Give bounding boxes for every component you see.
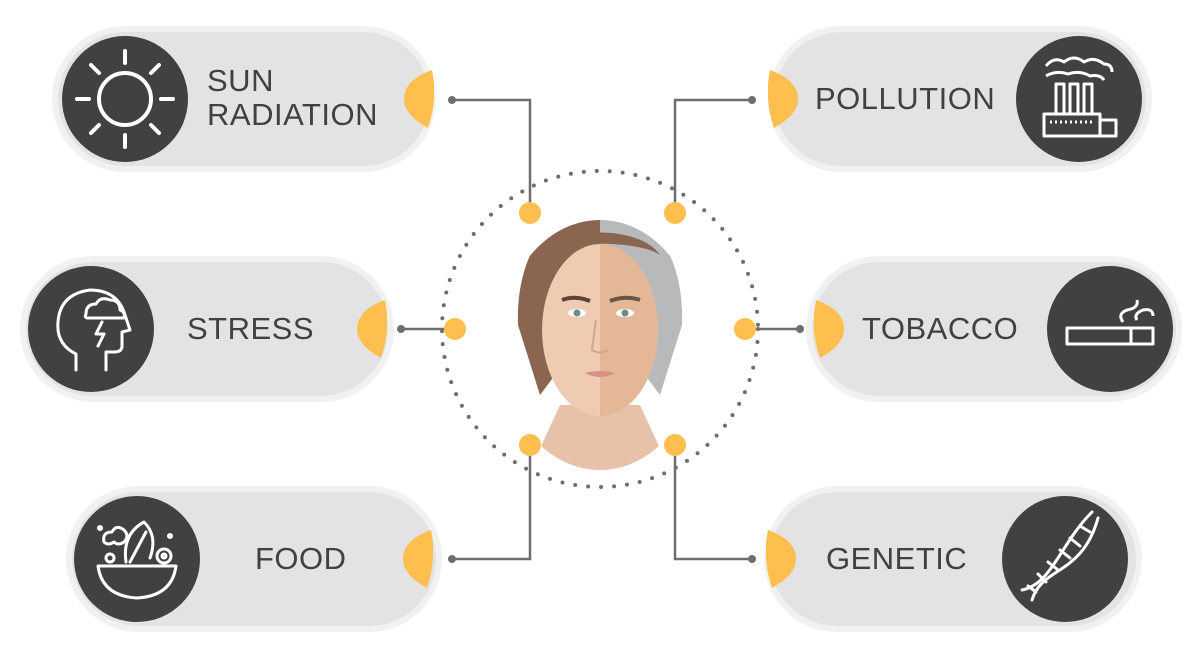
cigarette-icon bbox=[1047, 266, 1173, 392]
factor-stress: STRESS bbox=[26, 262, 388, 396]
factor-genetic: GENETIC bbox=[766, 492, 1136, 626]
connector-food bbox=[452, 445, 532, 561]
factor-label: SUN RADIATION bbox=[207, 63, 378, 132]
node-dots bbox=[444, 202, 756, 456]
connector-genetic bbox=[673, 445, 752, 561]
factor-label: POLLUTION bbox=[815, 81, 996, 116]
factor-label: GENETIC bbox=[826, 541, 968, 576]
head-storm-icon bbox=[28, 266, 154, 392]
factor-label: STRESS bbox=[187, 311, 315, 346]
connector-pollution bbox=[673, 98, 752, 213]
dna-icon bbox=[1002, 496, 1128, 622]
factor-food: FOOD bbox=[72, 492, 436, 626]
connector-sun bbox=[452, 98, 532, 213]
accent-lens bbox=[404, 70, 434, 128]
factor-pollution: POLLUTION bbox=[768, 32, 1146, 166]
dotted-ring bbox=[440, 169, 760, 489]
aging-face-image bbox=[517, 220, 683, 470]
accent-lens bbox=[814, 300, 844, 358]
factor-sun-radiation: SUN RADIATION bbox=[58, 32, 434, 166]
accent-lens bbox=[357, 300, 387, 358]
factor-label: FOOD bbox=[255, 541, 347, 576]
accent-lens bbox=[768, 70, 798, 128]
accent-lens bbox=[403, 530, 433, 588]
salad-bowl-icon bbox=[74, 496, 200, 622]
factory-icon bbox=[1016, 36, 1142, 162]
factor-label: TOBACCO bbox=[862, 311, 1019, 346]
factor-tobacco: TOBACCO bbox=[812, 262, 1176, 396]
sun-icon bbox=[62, 36, 188, 162]
accent-lens bbox=[766, 530, 796, 588]
